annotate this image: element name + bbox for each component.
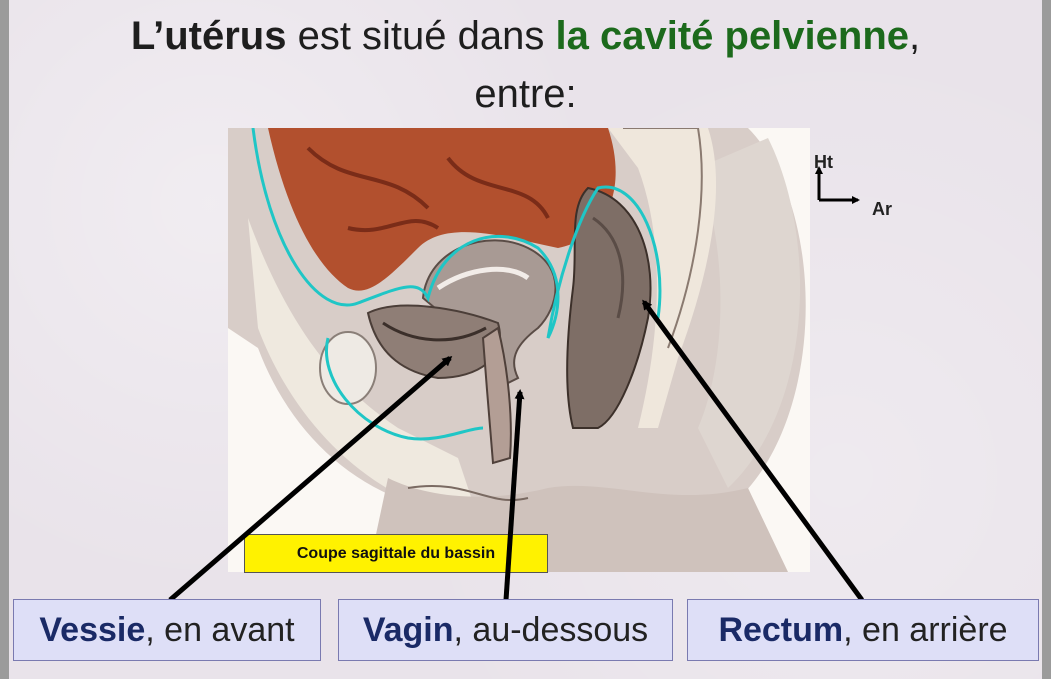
back-label: Ar: [872, 199, 893, 219]
label-vagina-term: Vagin: [362, 610, 454, 649]
pelvis-sagittal-illustration: [228, 128, 810, 572]
slide-title-line2: entre:: [474, 72, 577, 116]
label-vagina: Vagin, au-dessous: [338, 599, 673, 661]
bladder-pointer: [168, 356, 453, 602]
label-bladder: Vessie, en avant: [13, 599, 321, 661]
title-middle: est situé dans: [286, 14, 556, 58]
title-location: la cavité pelvienne: [555, 14, 910, 58]
vagina: [481, 326, 512, 465]
label-rectum: Rectum, en arrière: [687, 599, 1039, 661]
label-bladder-position: , en avant: [145, 610, 295, 649]
label-vagina-position: , au-dessous: [453, 610, 649, 649]
label-rectum-position: , en arrière: [843, 610, 1008, 649]
peritoneum-line: [251, 128, 662, 339]
sacrum: [608, 128, 717, 428]
title-subject: L’utérus: [130, 14, 287, 58]
intestines: [268, 128, 616, 291]
left-border: [0, 0, 9, 679]
anatomy-drawing: [228, 128, 810, 572]
right-border: [1042, 0, 1051, 679]
label-rectum-term: Rectum: [718, 610, 844, 649]
fat-tissue: [248, 218, 478, 518]
rectum-pointer: [641, 299, 865, 602]
vagina-pointer: [503, 389, 525, 601]
figure-caption: Coupe sagittale du bassin: [244, 534, 548, 573]
slide-title: L’utérus est situé dans la cavité pelvie…: [0, 12, 1051, 60]
title-comma: ,: [909, 14, 921, 58]
up-label: Ht: [814, 152, 833, 172]
rectum: [566, 186, 652, 429]
label-bladder-term: Vessie: [39, 610, 146, 649]
